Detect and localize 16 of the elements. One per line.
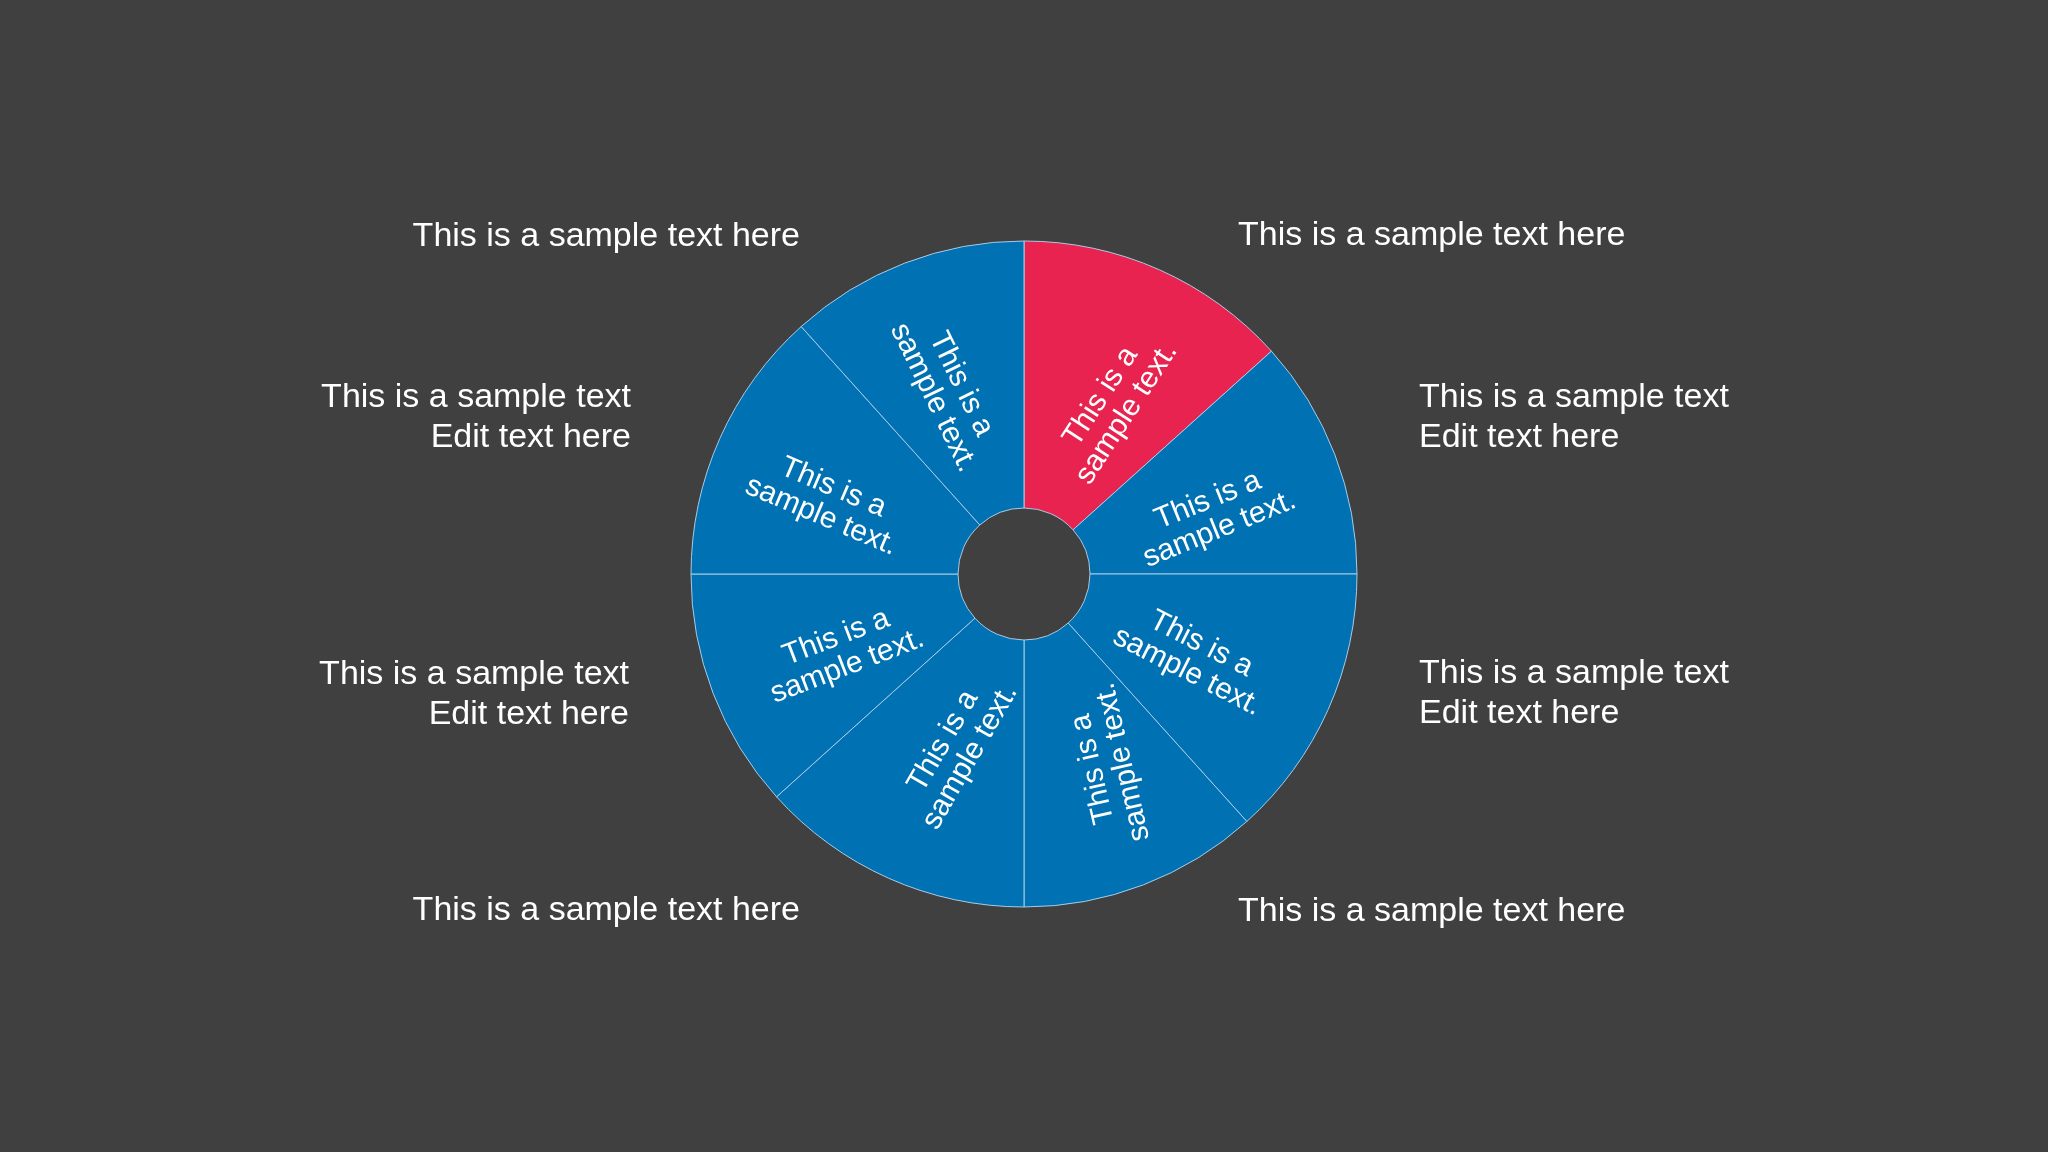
side-label: This is a sample text here [412,214,800,254]
segment-text: This is a sample text. [1137,462,1301,575]
side-label: This is a sample text [1419,375,1729,415]
side-label: This is a sample text here [412,888,800,928]
side-label: This is a sample text [1419,651,1729,691]
side-label: Edit text here [1419,691,1620,731]
side-label: Edit text here [1419,415,1620,455]
segment-text: This is a sample text. [764,598,929,710]
side-label: This is a sample text [321,375,631,415]
side-label: This is a sample text [319,652,629,692]
side-label: This is a sample text here [1238,889,1626,929]
side-label: This is a sample text here [1238,213,1626,253]
segment-text: This is a sample text. [740,447,904,563]
side-label: Edit text here [428,692,629,732]
side-label: Edit text here [430,415,631,455]
segment-text: This is a sample text. [1061,680,1156,848]
